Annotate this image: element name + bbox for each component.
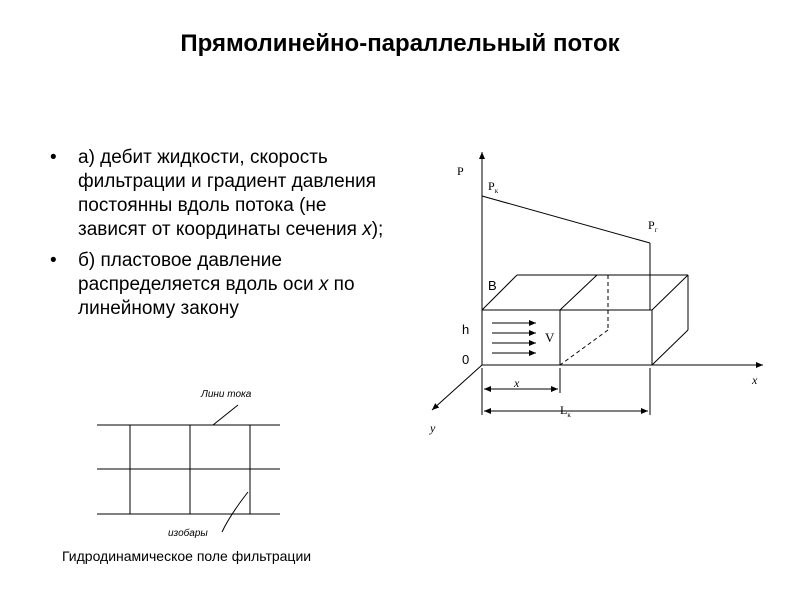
b-label: B	[488, 278, 497, 293]
bullet-b-text: б) пластовое давление распределяется вдо…	[78, 250, 319, 295]
bullet-a-tail: );	[371, 219, 384, 240]
bullet-item-a: а) дебит жидкости, скорость фильтрации и…	[50, 146, 390, 242]
pressure-line	[481, 195, 651, 244]
bullet-a-text: а) дебит жидкости, скорость фильтрации и…	[78, 147, 377, 240]
x-axis-label: x	[751, 373, 758, 387]
origin-label: 0	[462, 352, 469, 367]
bullet-a-var: x	[362, 219, 372, 240]
x-dim-label: x	[513, 376, 520, 390]
isobars-label: изобары	[168, 528, 208, 539]
h-label: h	[462, 322, 469, 337]
slide-title: Прямолинейно-параллельный поток	[180, 30, 620, 57]
bullet-b-tail: по линейному закону	[78, 274, 355, 319]
y-axis-label: y	[429, 421, 436, 435]
v-label: V	[545, 330, 555, 345]
pg-label: Pг	[648, 218, 658, 234]
p-axis-label: P	[457, 164, 464, 178]
y-axis	[431, 364, 483, 411]
bullet-b-var: x	[318, 274, 329, 295]
streamlines-label: Лини тока	[201, 389, 252, 400]
lk-label: Lк	[560, 403, 571, 419]
bullet-item-b: б) пластовое давление распределяется вдо…	[50, 249, 390, 321]
flow-field-caption: Гидродинамическое поле фильтрации	[62, 548, 312, 564]
bullet-list: а) дебит жидкости, скорость фильтрации и…	[50, 146, 390, 328]
pk-label: Pк	[488, 179, 499, 195]
